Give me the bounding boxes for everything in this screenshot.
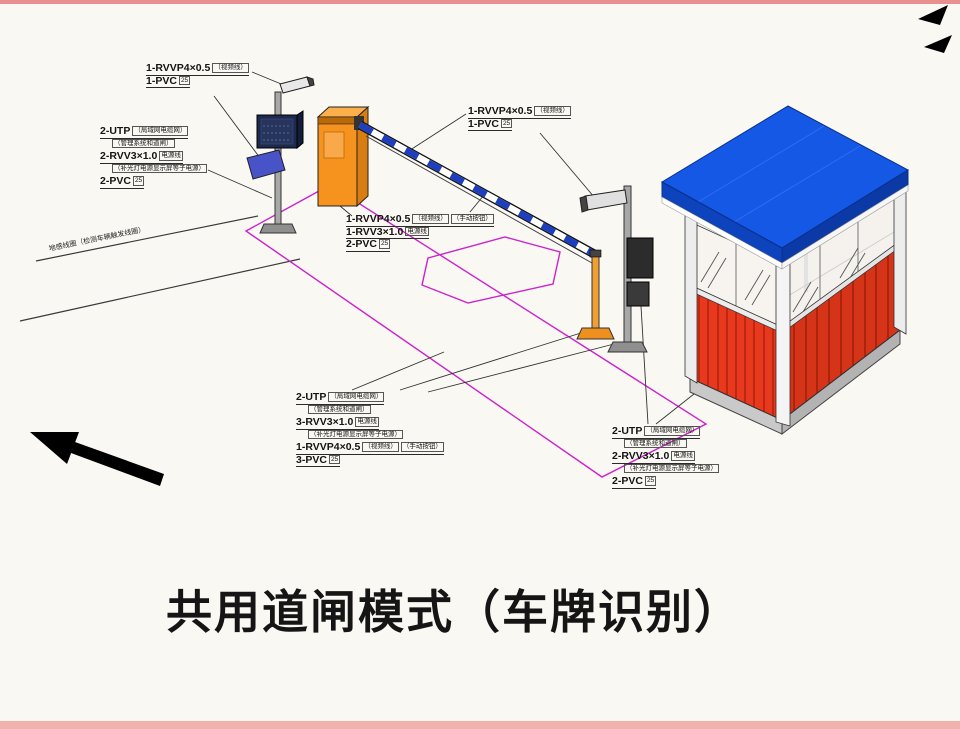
cable-spec: 2-PVC [346, 238, 377, 250]
cable-spec: 2-UTP [612, 425, 643, 437]
control-box [626, 237, 654, 279]
lane-outline [244, 184, 708, 478]
cable-spec: 3-PVC [296, 453, 327, 466]
cable-spec: 2-PVC [100, 175, 131, 187]
cable-spec: 2-UTP [296, 391, 327, 403]
cable-note: 电源线 [355, 417, 379, 427]
cable-spec: 1-PVC [468, 117, 499, 130]
barrier-gate-machine [316, 105, 370, 208]
corner-arrow-icons [918, 5, 952, 53]
pole-base [259, 223, 297, 234]
pole-base [607, 341, 648, 353]
cable-note: （视频线） [412, 214, 449, 224]
cable-note: 25 [178, 75, 191, 85]
cable-note: （补光灯电源显示屏等子电源） [624, 463, 719, 473]
camera-lens [306, 76, 315, 87]
arm-support-pole [591, 255, 600, 329]
fill-light [246, 149, 286, 180]
ground-loop-coil [421, 236, 561, 304]
cable-spec: 3-RVV3×1.0 [296, 416, 354, 428]
cable-spec: 2-UTP [100, 125, 131, 137]
cable-note: （视频线） [212, 63, 249, 73]
cable-note: （视频线） [362, 442, 399, 452]
direction-arrow-icon [30, 432, 164, 486]
cable-note: （管理系统和道闸） [308, 404, 371, 414]
diagram-title: 共用道闸模式（车牌识别） [166, 586, 742, 638]
corner-arrow-icon [924, 35, 952, 53]
lpr-camera-1 [279, 76, 311, 94]
road-edge-lines [19, 215, 301, 322]
cable-spec: 1-PVC [146, 74, 177, 87]
cable-spec: 1-RVV3×1.0 [346, 225, 404, 238]
leader-lines [207, 71, 695, 425]
bottom-border-strip [0, 721, 960, 729]
lpr-camera-2 [584, 189, 628, 211]
camera-pole-2 [576, 185, 654, 353]
barrier-arm [354, 116, 599, 264]
cable-note: 电源线 [671, 451, 695, 461]
cable-spec: 1-RVVP4×0.5 [346, 213, 411, 225]
guard-booth [660, 105, 910, 436]
cable-spec: 2-PVC [612, 475, 643, 487]
cable-note: 25 [132, 176, 145, 186]
cable-spec: 1-RVVP4×0.5 [296, 441, 361, 453]
top-border-strip [0, 0, 960, 4]
cable-note: （视频线） [534, 106, 571, 116]
cable-note: （手动按钮） [400, 442, 444, 452]
cable-note: 25 [500, 118, 513, 128]
camera-pole-1 [246, 76, 315, 234]
machine-front [317, 116, 358, 207]
cable-spec: 2-RVV3×1.0 [612, 450, 670, 462]
lane-marking [244, 184, 708, 478]
cable-note: 电源线 [405, 226, 429, 236]
corner-arrow-icon [918, 5, 948, 25]
cable-spec: 1-RVVP4×0.5 [468, 105, 533, 117]
cable-spec: 1-RVVP4×0.5 [146, 62, 211, 74]
cable-note: （局域网电缆网） [644, 426, 701, 436]
cable-note: （局域网电缆网） [328, 392, 385, 402]
cable-note: （管理系统和道闸） [624, 438, 687, 448]
cable-note: （管理系统和道闸） [112, 138, 175, 148]
cable-spec: 2-RVV3×1.0 [100, 150, 158, 162]
cable-note: （补光灯电源显示屏等子电源） [308, 429, 403, 439]
cable-note: 电源线 [159, 151, 183, 161]
cable-note: （手动按钮） [450, 214, 494, 224]
cable-note: 25 [328, 454, 341, 464]
cable-note: （补光灯电源显示屏等子电源） [112, 163, 207, 173]
cable-note: 25 [644, 476, 657, 486]
cable-note: 25 [378, 239, 391, 249]
cable-note: （局域网电缆网） [132, 126, 189, 136]
camera-lens [579, 195, 589, 213]
